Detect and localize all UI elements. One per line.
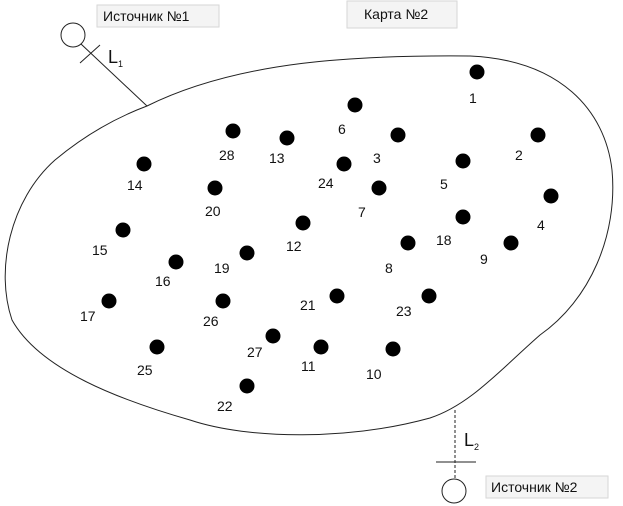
point-marker xyxy=(543,188,559,204)
point-marker xyxy=(279,130,295,146)
point-marker xyxy=(530,127,546,143)
point-label: 17 xyxy=(80,308,96,324)
point-label: 20 xyxy=(205,203,221,219)
point-label: 28 xyxy=(219,147,235,163)
point-label: 21 xyxy=(300,297,316,313)
point-marker xyxy=(469,64,485,80)
point-marker xyxy=(101,293,117,309)
point-25: 25 xyxy=(137,339,165,378)
point-marker xyxy=(225,123,241,139)
point-20: 20 xyxy=(205,180,223,219)
point-label: 13 xyxy=(269,150,285,166)
point-21: 21 xyxy=(300,288,345,313)
point-3: 3 xyxy=(373,127,406,166)
point-label: 4 xyxy=(537,217,545,233)
source-1: Источник №1 xyxy=(60,4,220,48)
point-label: 24 xyxy=(318,175,334,191)
line-l2-label: L2 xyxy=(464,430,479,452)
point-marker xyxy=(371,180,387,196)
point-16: 16 xyxy=(155,254,184,289)
point-14: 14 xyxy=(127,156,152,193)
point-13: 13 xyxy=(269,130,295,166)
line-l1-label: L1 xyxy=(108,47,123,69)
source-2-label: Источник №2 xyxy=(491,479,578,495)
point-label: 25 xyxy=(137,362,153,378)
point-22: 22 xyxy=(217,378,255,414)
point-marker xyxy=(265,328,281,344)
map-title-box: Карта №2 xyxy=(346,0,458,29)
point-label: 3 xyxy=(373,150,381,166)
source-1-circle xyxy=(60,22,86,48)
point-label: 12 xyxy=(286,238,302,254)
point-marker xyxy=(455,209,471,225)
point-2: 2 xyxy=(515,127,546,163)
source-1-label: Источник №1 xyxy=(103,8,190,24)
point-label: 19 xyxy=(214,260,230,276)
line-l1: L1 xyxy=(79,43,148,107)
point-marker xyxy=(207,180,223,196)
point-7: 7 xyxy=(358,180,387,220)
point-label: 6 xyxy=(338,121,346,137)
line-l2: L2 xyxy=(436,410,479,479)
point-15: 15 xyxy=(92,222,131,258)
point-1: 1 xyxy=(469,64,485,106)
point-12: 12 xyxy=(286,215,311,254)
point-marker xyxy=(149,339,165,355)
point-marker xyxy=(136,156,152,172)
point-marker xyxy=(336,156,352,172)
point-label: 5 xyxy=(440,176,448,192)
point-label: 26 xyxy=(203,313,219,329)
point-27: 27 xyxy=(247,328,281,360)
point-11: 11 xyxy=(301,339,329,374)
point-marker xyxy=(385,341,401,357)
point-6: 6 xyxy=(338,97,363,137)
point-label: 16 xyxy=(155,273,171,289)
point-label: 18 xyxy=(436,232,452,248)
point-label: 2 xyxy=(515,147,523,163)
points-layer: 1234567891011121314151617181920212223242… xyxy=(80,64,559,414)
point-23: 23 xyxy=(396,288,437,319)
point-marker xyxy=(215,293,231,309)
point-marker xyxy=(347,97,363,113)
point-marker xyxy=(390,127,406,143)
source-2: Источник №2 xyxy=(441,475,609,504)
point-label: 23 xyxy=(396,303,412,319)
source-2-circle xyxy=(441,478,467,504)
point-label: 10 xyxy=(366,366,382,382)
point-marker xyxy=(239,378,255,394)
point-18: 18 xyxy=(436,209,471,248)
point-label: 9 xyxy=(480,251,488,267)
point-26: 26 xyxy=(203,293,231,329)
point-marker xyxy=(313,339,329,355)
map-title: Карта №2 xyxy=(364,6,428,22)
point-10: 10 xyxy=(366,341,401,382)
point-marker xyxy=(400,235,416,251)
point-marker xyxy=(239,245,255,261)
point-9: 9 xyxy=(480,235,519,267)
point-17: 17 xyxy=(80,293,117,324)
point-5: 5 xyxy=(440,153,471,192)
point-marker xyxy=(421,288,437,304)
point-marker xyxy=(168,254,184,270)
point-4: 4 xyxy=(537,188,559,233)
point-label: 22 xyxy=(217,398,233,414)
point-marker xyxy=(503,235,519,251)
point-28: 28 xyxy=(219,123,241,163)
point-marker xyxy=(455,153,471,169)
point-label: 8 xyxy=(385,260,393,276)
point-label: 27 xyxy=(247,344,263,360)
point-label: 7 xyxy=(358,204,366,220)
map-region-outline xyxy=(4,55,614,436)
point-marker xyxy=(329,288,345,304)
point-marker xyxy=(295,215,311,231)
point-24: 24 xyxy=(318,156,352,191)
point-label: 11 xyxy=(301,358,316,374)
point-label: 1 xyxy=(469,90,477,106)
point-marker xyxy=(115,222,131,238)
point-label: 14 xyxy=(127,177,143,193)
point-8: 8 xyxy=(385,235,416,276)
point-19: 19 xyxy=(214,245,255,276)
point-label: 15 xyxy=(92,242,108,258)
